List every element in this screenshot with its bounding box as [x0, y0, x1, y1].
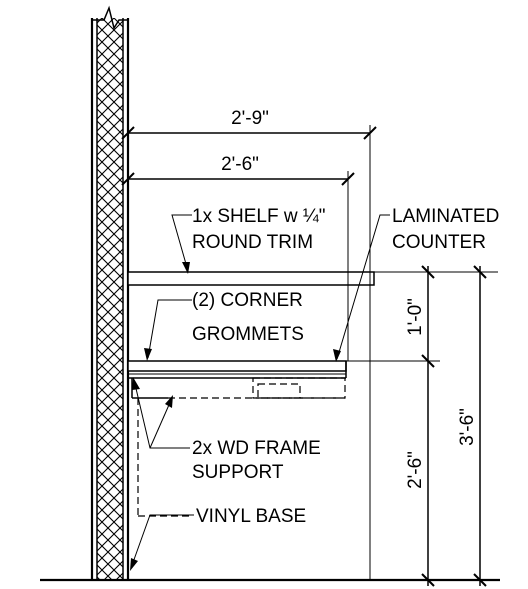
- grommet-box-hidden: [252, 377, 346, 399]
- dim-text-counter-width: 2'-6": [221, 154, 259, 175]
- leader-frame-a: [133, 379, 190, 449]
- arrowhead-shelf: [182, 262, 190, 274]
- wall-section: [90, 5, 130, 580]
- shelf: [127, 271, 375, 286]
- wall-insulation: [97, 18, 123, 580]
- laminated-counter: [127, 360, 347, 379]
- arrowhead-grommets: [144, 348, 152, 361]
- callout-grommets: (2) CORNER GROMMETS: [144, 290, 304, 361]
- leader-frame-b: [149, 397, 173, 449]
- callout-laminated-line-2: COUNTER: [392, 232, 486, 253]
- callout-vinyl-line-1: VINYL BASE: [196, 506, 306, 527]
- callout-vinyl-base: VINYL BASE: [130, 506, 306, 571]
- leader-laminated: [336, 214, 390, 360]
- dim-tick-overall-left: [121, 126, 135, 140]
- dimension-counter-width: 2'-6": [121, 154, 355, 361]
- dimension-vertical-total: 3'-6": [457, 265, 487, 587]
- arrowhead-frame-a: [132, 377, 140, 390]
- dim-tick-inner-bottom: [421, 573, 435, 587]
- grommet-inner-hidden: [257, 383, 301, 399]
- leader-shelf: [171, 214, 192, 272]
- dimension-vertical-inner: 1'-0" 2'-6": [346, 265, 498, 587]
- callout-shelf-line-1: 1x SHELF w ¼": [192, 206, 325, 227]
- arrowhead-laminated: [333, 349, 341, 362]
- callout-frame-support: 2x WD FRAME SUPPORT: [132, 377, 321, 483]
- callout-shelf-line-2: ROUND TRIM: [192, 232, 313, 253]
- dim-tick-inner-mid: [421, 354, 435, 368]
- dim-text-shelf-height: 1'-0": [405, 298, 426, 336]
- dim-tick-total-bottom: [473, 573, 487, 587]
- dim-text-total-height: 3'-6": [457, 408, 478, 446]
- callout-laminated-line-1: LAMINATED: [392, 206, 499, 227]
- callout-frame-line-1: 2x WD FRAME: [192, 438, 321, 459]
- callout-grommets-line-1: (2) CORNER: [192, 290, 303, 311]
- callout-shelf: 1x SHELF w ¼" ROUND TRIM: [171, 206, 325, 274]
- arrowhead-frame-b: [165, 395, 173, 408]
- counter-top: [127, 360, 347, 372]
- dim-tick-total-top: [473, 265, 487, 279]
- dim-text-overall-width: 2'-9": [231, 108, 269, 129]
- leader-vinyl: [130, 514, 194, 569]
- wall-break-mark: [92, 5, 128, 30]
- leader-grommets: [147, 299, 192, 359]
- arrowhead-vinyl: [130, 558, 138, 571]
- dim-tick-counter-left: [121, 172, 135, 186]
- callout-grommets-line-2: GROMMETS: [192, 324, 304, 345]
- callout-laminated-counter: LAMINATED COUNTER: [333, 206, 499, 362]
- callout-frame-line-2: SUPPORT: [192, 462, 284, 483]
- dim-text-counter-height: 2'-6": [405, 451, 426, 489]
- dimension-overall-width: 2'-9": [121, 108, 377, 580]
- dim-tick-inner-top: [421, 265, 435, 279]
